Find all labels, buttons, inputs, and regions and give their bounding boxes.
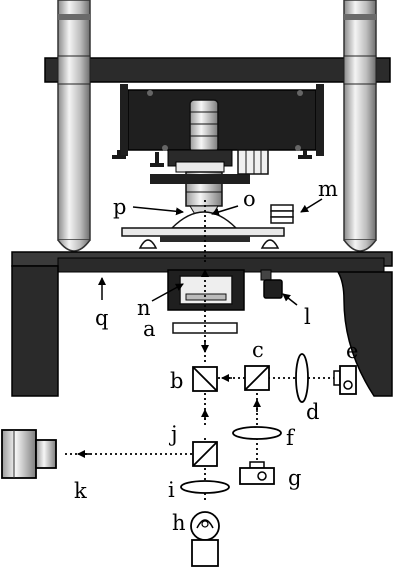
beam-arrows xyxy=(77,269,261,458)
lamp-icon xyxy=(190,511,220,567)
filter-plate-a xyxy=(172,322,238,334)
component-m-stack xyxy=(270,204,294,224)
label-c: c xyxy=(252,338,264,362)
label-g: g xyxy=(288,466,301,490)
lens-icon xyxy=(295,353,309,403)
label-n: n xyxy=(137,296,151,320)
lens-icon xyxy=(180,480,230,494)
focus-mechanism-block xyxy=(112,84,324,167)
beam-splitter-icon xyxy=(192,441,218,467)
label-m: m xyxy=(318,177,338,201)
camera-icon xyxy=(333,365,357,395)
camera-icon xyxy=(239,461,275,485)
label-h: h xyxy=(172,511,186,535)
adjustment-knob-l xyxy=(260,269,283,299)
top-crossbar xyxy=(44,55,391,85)
label-a: a xyxy=(143,317,156,341)
label-o: o xyxy=(243,187,256,211)
right-support-rod xyxy=(343,0,377,252)
base-plate xyxy=(11,251,393,397)
label-p: p xyxy=(113,195,126,219)
label-i: i xyxy=(168,478,175,502)
beam-splitter-icon xyxy=(244,365,270,391)
beam-splitter-icon xyxy=(192,366,218,392)
left-support-rod xyxy=(57,0,91,252)
lens-icon xyxy=(232,426,282,440)
component-labels: p o m n l q a b c d e f g j i h k xyxy=(74,177,358,535)
label-q: q xyxy=(95,306,108,330)
label-e: e xyxy=(346,339,358,363)
label-k: k xyxy=(74,479,87,503)
label-f: f xyxy=(286,426,296,450)
sample-stage xyxy=(121,211,285,249)
side-bracket xyxy=(150,149,269,184)
camera-icon xyxy=(1,429,57,479)
leader-lines xyxy=(98,198,323,306)
label-d: d xyxy=(306,400,319,424)
label-b: b xyxy=(170,369,183,393)
label-j: j xyxy=(168,422,178,446)
lower-objective-holder xyxy=(167,269,245,311)
label-l: l xyxy=(304,305,311,329)
